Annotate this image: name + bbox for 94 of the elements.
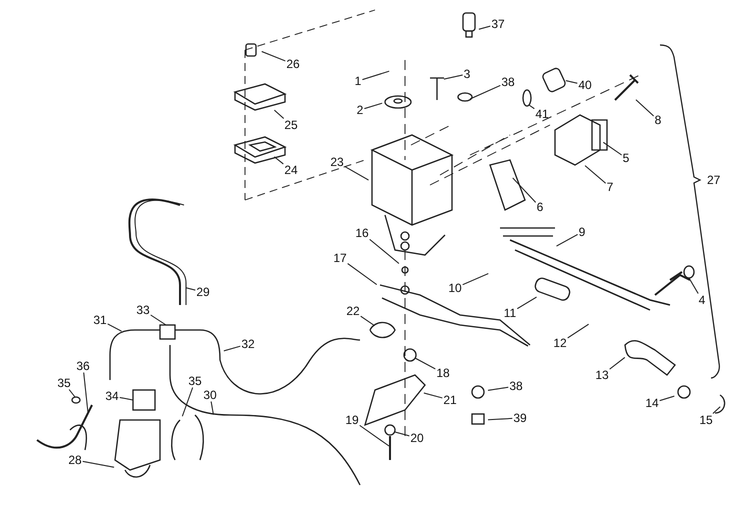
callout-number: 24 (283, 164, 299, 176)
callout-number: 39 (512, 412, 528, 424)
leader-line (344, 166, 370, 181)
callout-number: 27 (706, 174, 722, 186)
leader-line (443, 74, 464, 80)
callout-number: 18 (435, 366, 451, 380)
callout-number: 22 (345, 304, 361, 318)
callout-number: 19 (344, 414, 360, 426)
callout-number: 21 (442, 394, 458, 406)
callout-number: 31 (92, 314, 108, 326)
leader-line (565, 80, 578, 84)
leader-line (516, 296, 538, 310)
leader-line (82, 460, 115, 468)
clamp-drawing (71, 396, 81, 404)
callout-number: 3 (462, 68, 472, 80)
leader-line (261, 50, 286, 62)
callout-number: 25 (283, 118, 299, 132)
callout-number: 20 (409, 432, 425, 444)
leader-line (528, 104, 535, 110)
leader-line (83, 372, 88, 414)
callout-number: 34 (104, 390, 120, 402)
fitting-drawing (159, 324, 176, 340)
callout-number: 38 (500, 76, 516, 88)
fitting-drawing (683, 265, 695, 279)
callout-number: 4 (698, 294, 706, 306)
leader-line (688, 278, 699, 294)
leader-line (567, 324, 590, 338)
leader-line (223, 346, 241, 352)
callout-number: 37 (490, 18, 506, 30)
leader-line (488, 418, 513, 420)
leader-line (210, 401, 214, 416)
callout-number: 32 (240, 338, 256, 350)
hose-drawing (36, 404, 93, 449)
leader-line (369, 238, 400, 264)
callout-number: 5 (622, 152, 630, 164)
leader-line (584, 165, 606, 184)
callout-number: 17 (332, 252, 348, 264)
callout-number: 28 (67, 454, 83, 466)
callout-number: 9 (578, 226, 586, 238)
callout-number: 35 (56, 376, 72, 390)
callout-number: 6 (536, 200, 544, 214)
callout-number: 11 (502, 306, 518, 320)
callout-number: 2 (356, 104, 364, 116)
leader-line (359, 424, 390, 446)
leader-line (150, 314, 166, 326)
leader-line (512, 177, 536, 203)
callout-number: 15 (698, 414, 714, 426)
leader-line (362, 70, 390, 80)
leader-line (360, 316, 376, 326)
callout-number: 7 (606, 180, 614, 194)
leader-line (119, 396, 134, 400)
leader-line (414, 358, 436, 370)
callout-number: 41 (534, 108, 550, 120)
callout-number: 1 (354, 74, 362, 88)
leader-line (394, 432, 410, 436)
callout-number: 35 (187, 374, 203, 388)
leader-line (487, 386, 509, 391)
leader-line (602, 142, 622, 156)
plate-drawing (132, 389, 156, 411)
leader-line (68, 389, 76, 398)
leader-line (107, 324, 122, 332)
callout-number: 13 (594, 368, 610, 382)
leader-line (635, 99, 654, 116)
leader-line (364, 102, 383, 110)
leader-line (184, 287, 196, 291)
leader-line (423, 392, 443, 398)
callout-number: 30 (202, 388, 218, 402)
callout-number: 16 (354, 226, 370, 240)
leader-line (659, 396, 675, 402)
washer-drawing (522, 89, 532, 107)
leader-line (274, 156, 284, 164)
callout-number: 40 (577, 78, 593, 92)
leader-line (470, 84, 501, 100)
leader-line (712, 406, 721, 414)
callout-number: 36 (75, 360, 91, 372)
leader-line (182, 387, 194, 417)
washer-drawing (457, 92, 473, 102)
callout-number: 23 (329, 156, 345, 168)
callout-number: 12 (552, 336, 568, 350)
leader-line (462, 273, 489, 286)
nut-drawing (384, 424, 396, 436)
callout-number: 38 (508, 380, 524, 392)
callout-number: 8 (654, 114, 662, 126)
leader-line (609, 356, 626, 370)
callout-number: 14 (644, 396, 660, 410)
nut-drawing (403, 348, 417, 362)
leader-line (347, 263, 378, 286)
callout-number: 33 (135, 304, 151, 316)
callout-number: 26 (285, 58, 301, 70)
callout-number: 10 (447, 282, 463, 294)
leader-line (478, 26, 491, 30)
leader-line (274, 110, 284, 119)
callout-number: 29 (195, 286, 211, 298)
leader-line (556, 234, 578, 247)
